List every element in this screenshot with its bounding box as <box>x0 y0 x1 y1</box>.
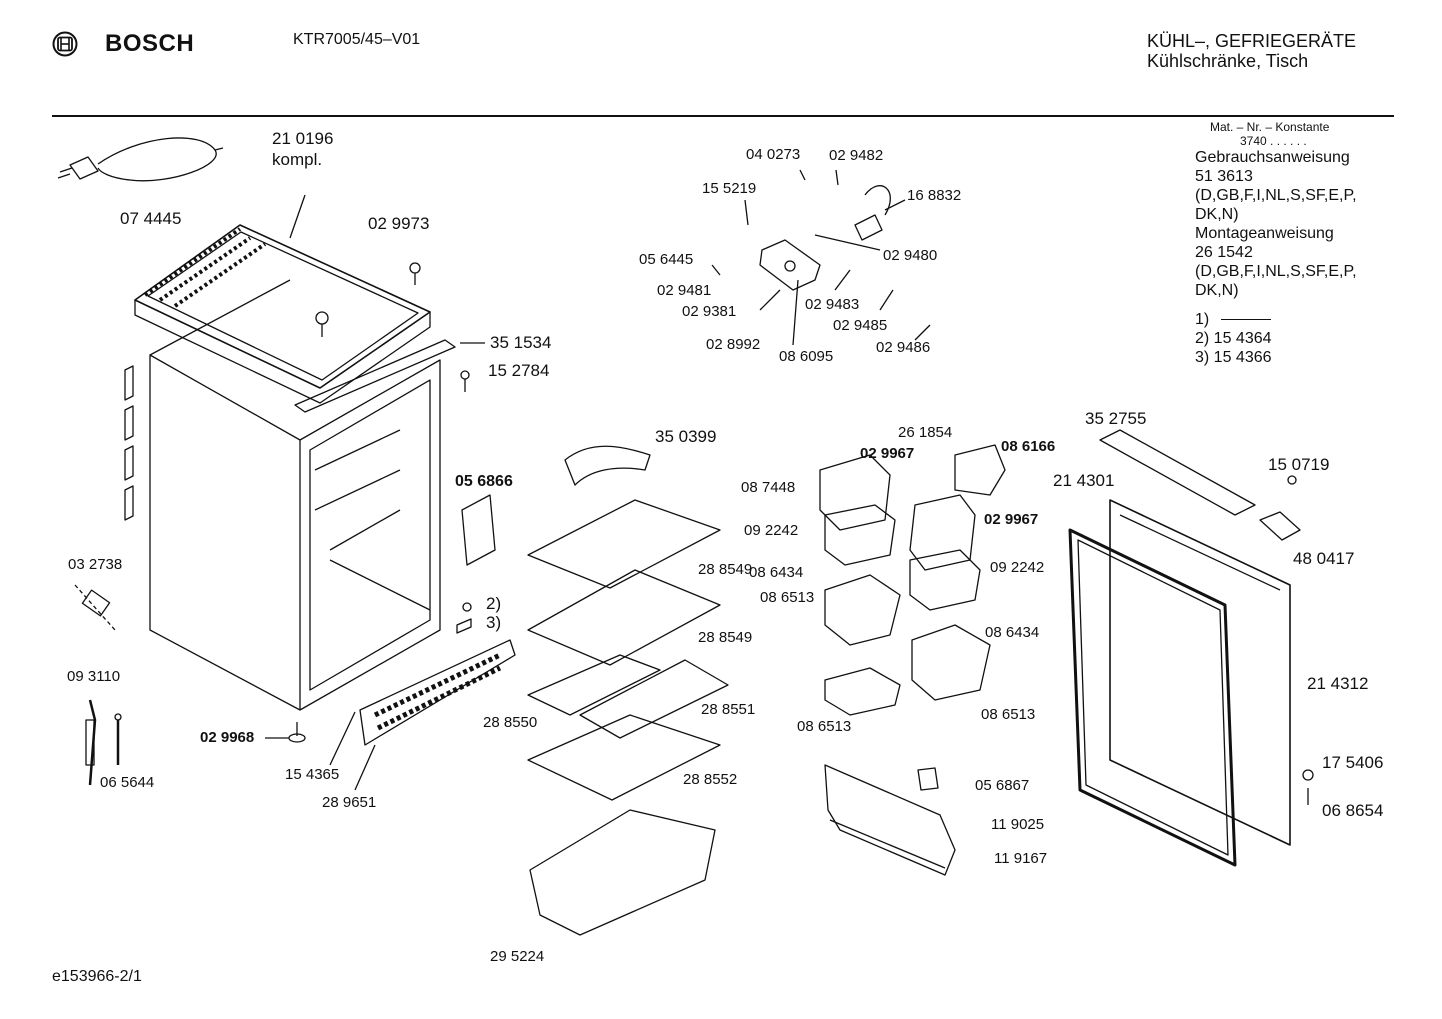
hinge-bracket <box>294 339 485 413</box>
part-label: 17 5406 <box>1322 753 1384 772</box>
egg-rack <box>564 445 651 486</box>
konstante-label: Mat. – Nr. – Konstante <box>1210 120 1330 134</box>
fridge-cabinet-body <box>124 279 441 711</box>
part-label: 08 7448 <box>741 479 796 496</box>
part-label: 35 1534 <box>490 333 552 352</box>
part-label: 09 3110 <box>67 668 121 685</box>
montage-languages-cont: DK,N) <box>1195 282 1239 299</box>
part-label: 02 9967 <box>860 445 915 462</box>
part-label: 02 9481 <box>657 282 712 299</box>
power-cord-plug-icon <box>57 137 224 182</box>
part-label: 28 8549 <box>698 629 753 646</box>
part-label: 28 8551 <box>701 701 756 718</box>
part-label: 08 6166 <box>1001 438 1056 455</box>
part-label: 08 6513 <box>760 589 815 606</box>
screw-icon <box>289 194 421 337</box>
bottle-rack <box>824 764 956 876</box>
part-label: 08 6513 <box>981 706 1036 723</box>
thermostat-icon <box>74 584 116 631</box>
part-label: 2) <box>486 594 502 613</box>
part-label: 48 0417 <box>1293 549 1355 568</box>
part-label: 02 9483 <box>805 296 860 313</box>
gebrauch-number: 51 3613 <box>1195 168 1253 185</box>
gebrauch-languages-cont: DK,N) <box>1195 206 1239 223</box>
part-label: 09 2242 <box>744 522 799 539</box>
part-label: 15 4365 <box>285 766 340 783</box>
part-label: 05 6866 <box>455 473 513 490</box>
part-label: kompl. <box>272 150 323 169</box>
glass-shelves <box>527 499 729 801</box>
part-label: 28 8550 <box>483 714 538 731</box>
montage-label: Montageanweisung <box>1195 225 1334 242</box>
part-label: 3) <box>486 613 502 632</box>
vegetable-drawer <box>529 809 716 936</box>
gebrauch-languages: (D,GB,F,I,NL,S,SF,E,P, <box>1195 187 1357 204</box>
part-label: 06 5644 <box>100 774 155 791</box>
montage-languages: (D,GB,F,I,NL,S,SF,E,P, <box>1195 263 1357 280</box>
part-label: 05 6867 <box>975 777 1030 794</box>
document-info-block: Mat. – Nr. – Konstante 3740 . . . . . . … <box>1195 120 1357 367</box>
part-label: 28 8549 <box>698 561 753 578</box>
konstante-value: 3740 . . . . . . <box>1240 134 1307 148</box>
part-label: 02 9968 <box>200 729 255 746</box>
subcategory-title: Kühlschränke, Tisch <box>1147 51 1309 71</box>
part-label: 35 2755 <box>1085 409 1147 428</box>
part-label: 26 1854 <box>898 424 953 441</box>
part-label: 06 8654 <box>1322 801 1384 820</box>
document-id: e153966-2/1 <box>52 968 142 985</box>
sensor-cable-icon <box>85 699 122 786</box>
part-label: 08 6434 <box>985 624 1040 641</box>
part-label: 02 9381 <box>682 303 737 320</box>
note-3: 3) 15 4366 <box>1195 349 1272 366</box>
part-label: 21 4312 <box>1307 674 1369 693</box>
gebrauch-label: Gebrauchsanweisung <box>1195 149 1350 166</box>
small-fixing-parts <box>456 602 472 634</box>
montage-number: 26 1542 <box>1195 244 1253 261</box>
part-label: 04 0273 <box>746 146 801 163</box>
part-label: 08 6434 <box>749 564 804 581</box>
part-label: 02 9967 <box>984 511 1039 528</box>
plinth-grille <box>329 639 516 791</box>
part-label: 28 8552 <box>683 771 738 788</box>
part-label: 02 9482 <box>829 147 884 164</box>
bosch-logo-icon <box>52 31 78 57</box>
category-title: KÜHL–, GEFRIEGERÄTE <box>1147 31 1357 51</box>
brand-name: BOSCH <box>105 30 195 57</box>
part-label: 08 6095 <box>779 348 834 365</box>
note-1: 1) <box>1195 310 1357 329</box>
part-label: 02 8992 <box>706 336 761 353</box>
part-label: 35 0399 <box>655 427 717 446</box>
part-label: 29 5224 <box>490 948 545 965</box>
part-label: 03 2738 <box>68 556 123 573</box>
part-label: 07 4445 <box>120 209 182 228</box>
part-label: 15 5219 <box>702 180 757 197</box>
fridge-door <box>1068 429 1314 867</box>
part-label: 02 9480 <box>883 247 938 264</box>
part-label: 28 9651 <box>322 794 377 811</box>
part-label: 15 0719 <box>1268 455 1330 474</box>
part-label: 15 2784 <box>488 361 550 380</box>
header-divider <box>52 115 1394 117</box>
part-label: 05 6445 <box>639 251 694 268</box>
part-label: 02 9973 <box>368 214 430 233</box>
part-label: 02 9486 <box>876 339 931 356</box>
leveling-foot-icon <box>265 722 306 743</box>
part-label: 11 9025 <box>991 816 1045 833</box>
part-label: 09 2242 <box>990 559 1045 576</box>
model-number: KTR7005/45–V01 <box>293 31 421 48</box>
part-label: 08 6513 <box>797 718 852 735</box>
seal-plate <box>461 494 496 566</box>
part-label: 11 9167 <box>994 850 1048 867</box>
note-2: 2) 15 4364 <box>1195 330 1272 347</box>
door-balconies <box>819 444 1006 716</box>
part-label: 02 9485 <box>833 317 888 334</box>
top-cover-panel <box>134 224 431 404</box>
thermostat-assembly <box>711 169 931 346</box>
part-label: 21 4301 <box>1053 471 1115 490</box>
part-label: 16 8832 <box>907 187 962 204</box>
part-label: 21 0196 <box>272 129 334 148</box>
